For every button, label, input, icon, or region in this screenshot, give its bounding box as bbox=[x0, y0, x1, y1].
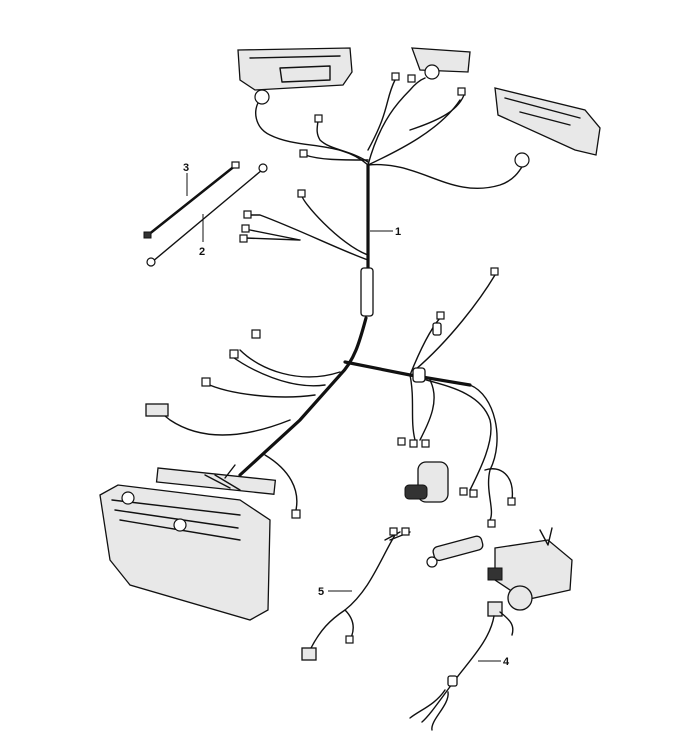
callout-2: 2 bbox=[199, 214, 205, 258]
fuse-box bbox=[99, 464, 277, 621]
main-harness-upper bbox=[239, 72, 530, 317]
main-harness-lower bbox=[145, 267, 516, 528]
right-tail-lamp bbox=[494, 87, 601, 156]
center-lamp-unit bbox=[411, 47, 471, 80]
switch-sensor bbox=[426, 535, 484, 568]
wiper-motor bbox=[487, 527, 573, 611]
callout-label-5: 5 bbox=[318, 586, 324, 598]
left-tail-lamp bbox=[237, 47, 353, 91]
callout-label-4: 4 bbox=[503, 656, 510, 668]
lead-2 bbox=[146, 163, 268, 267]
callout-label-1: 1 bbox=[395, 226, 401, 238]
lead-5 bbox=[301, 527, 411, 661]
callout-4: 4 bbox=[478, 656, 510, 668]
callout-label-3: 3 bbox=[183, 162, 189, 174]
lead-4 bbox=[409, 601, 514, 731]
callout-1: 1 bbox=[370, 226, 401, 238]
ignition-coil bbox=[404, 461, 449, 503]
lead-3 bbox=[143, 161, 240, 239]
callout-3: 3 bbox=[183, 162, 189, 196]
callout-5: 5 bbox=[318, 586, 352, 598]
callout-label-2: 2 bbox=[199, 246, 205, 258]
